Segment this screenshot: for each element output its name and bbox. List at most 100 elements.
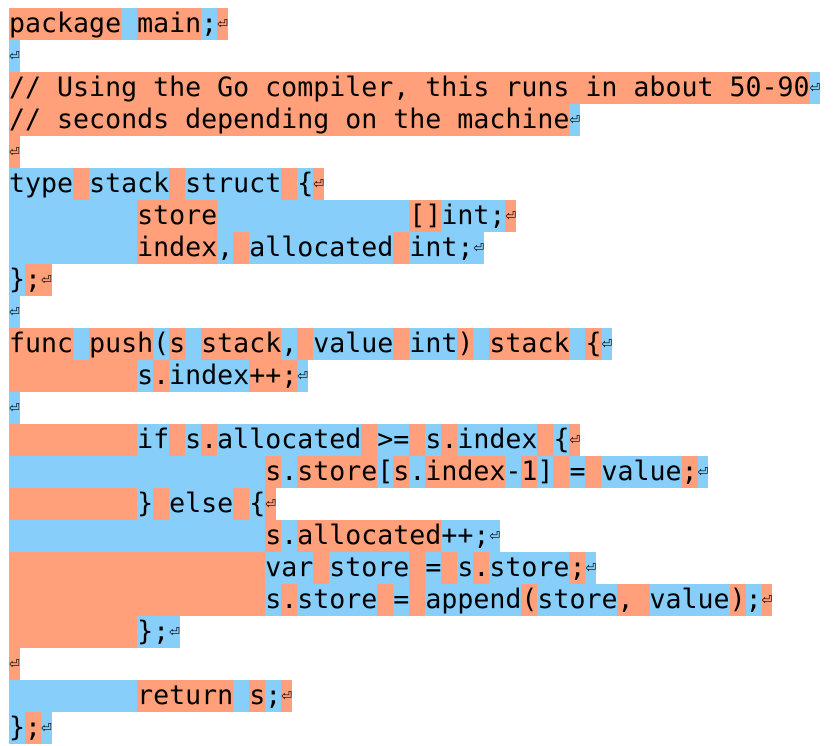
code-token: store bbox=[137, 200, 218, 232]
code-token bbox=[553, 456, 570, 488]
code-token: = bbox=[393, 584, 410, 616]
code-token bbox=[569, 328, 586, 360]
code-token: var bbox=[265, 552, 314, 584]
newline-marker: ⏎ bbox=[281, 680, 293, 712]
code-token: } bbox=[137, 488, 154, 520]
code-line: index, allocated int;⏎ bbox=[9, 232, 820, 264]
code-token: else bbox=[169, 488, 234, 520]
code-token: [] bbox=[409, 200, 442, 232]
code-token: s bbox=[137, 360, 154, 392]
code-token: { bbox=[553, 424, 570, 456]
code-token: . bbox=[281, 520, 298, 552]
code-token: push bbox=[89, 328, 154, 360]
code-token: stack bbox=[489, 328, 570, 360]
code-token: . bbox=[473, 552, 490, 584]
code-token: ) bbox=[457, 328, 474, 360]
code-token: return bbox=[137, 680, 234, 712]
code-token: stack bbox=[89, 168, 170, 200]
code-token: stack bbox=[201, 328, 282, 360]
code-token: index bbox=[137, 232, 218, 264]
newline-marker: ⏎ bbox=[169, 616, 180, 648]
code-line: store []int;⏎ bbox=[9, 200, 820, 232]
newline-marker: ⏎ bbox=[761, 584, 773, 616]
code-token: allocated bbox=[297, 520, 442, 552]
newline-marker: ⏎ bbox=[569, 424, 581, 456]
code-token: store bbox=[329, 552, 410, 584]
code-token bbox=[9, 616, 138, 648]
code-line: var store = s.store;⏎ bbox=[9, 552, 820, 584]
code-token: s bbox=[185, 424, 202, 456]
code-token: func bbox=[9, 328, 74, 360]
code-token bbox=[185, 328, 202, 360]
code-line: // Using the Go compiler, this runs in a… bbox=[9, 72, 821, 104]
code-token bbox=[121, 8, 138, 40]
code-line: ⏎ bbox=[9, 296, 820, 328]
code-token: 1 bbox=[521, 456, 538, 488]
code-token: ; bbox=[25, 712, 42, 744]
code-token bbox=[9, 424, 138, 456]
newline-marker: ⏎ bbox=[9, 40, 20, 72]
code-token: s bbox=[265, 456, 282, 488]
code-token: { bbox=[297, 168, 314, 200]
code-token: ; bbox=[265, 680, 282, 712]
newline-marker: ⏎ bbox=[601, 328, 613, 360]
code-token bbox=[409, 552, 426, 584]
code-token bbox=[233, 680, 250, 712]
code-token: { bbox=[249, 488, 266, 520]
code-line: s.store = append(store, value);⏎ bbox=[9, 584, 820, 616]
code-token: append bbox=[425, 584, 522, 616]
code-token: . bbox=[281, 584, 298, 616]
code-token: . bbox=[153, 360, 170, 392]
code-token bbox=[633, 584, 650, 616]
newline-marker: ⏎ bbox=[9, 648, 20, 680]
code-token: s bbox=[265, 520, 282, 552]
code-token bbox=[9, 680, 138, 712]
code-token: . bbox=[281, 456, 298, 488]
code-token: s bbox=[425, 424, 442, 456]
code-token: // Using the Go compiler, this runs in a… bbox=[9, 72, 810, 104]
code-token bbox=[233, 232, 250, 264]
code-line: ⏎ bbox=[9, 392, 820, 424]
newline-marker: ⏎ bbox=[265, 488, 277, 520]
code-token bbox=[9, 520, 266, 552]
code-token bbox=[9, 456, 266, 488]
code-token: value bbox=[649, 584, 730, 616]
code-token: ( bbox=[521, 584, 538, 616]
code-line: s.store[s.index-1] = value;⏎ bbox=[9, 456, 820, 488]
code-token bbox=[217, 200, 410, 232]
code-line: ⏎ bbox=[9, 136, 820, 168]
code-token: int; bbox=[441, 200, 506, 232]
code-line: ⏎ bbox=[9, 40, 820, 72]
code-token: if bbox=[137, 424, 170, 456]
code-token: ; bbox=[25, 264, 42, 296]
code-token: s bbox=[169, 328, 186, 360]
code-token bbox=[313, 552, 330, 584]
code-token: s bbox=[249, 680, 266, 712]
code-line: ⏎ bbox=[9, 648, 820, 680]
newline-marker: ⏎ bbox=[297, 360, 309, 392]
code-token: allocated bbox=[249, 232, 394, 264]
code-token: index bbox=[169, 360, 250, 392]
code-token: - bbox=[505, 456, 522, 488]
code-token: , bbox=[281, 328, 298, 360]
code-token: store bbox=[489, 552, 570, 584]
code-line: type stack struct {⏎ bbox=[9, 168, 820, 200]
code-token bbox=[441, 552, 458, 584]
code-token bbox=[473, 328, 490, 360]
code-line: // seconds depending on the machine⏎ bbox=[9, 104, 820, 136]
code-token bbox=[9, 552, 266, 584]
newline-marker: ⏎ bbox=[41, 264, 52, 296]
code-token bbox=[537, 424, 554, 456]
newline-marker: ⏎ bbox=[313, 168, 325, 200]
code-line: };⏎ bbox=[9, 616, 820, 648]
code-token: store bbox=[297, 456, 378, 488]
newline-marker: ⏎ bbox=[9, 296, 20, 328]
code-token: ; bbox=[681, 456, 698, 488]
code-token: ( bbox=[153, 328, 170, 360]
code-token: index bbox=[425, 456, 506, 488]
code-token bbox=[9, 200, 138, 232]
code-token: , bbox=[617, 584, 634, 616]
code-token bbox=[361, 424, 378, 456]
code-token: } bbox=[9, 712, 26, 744]
code-line: func push(s stack, value int) stack {⏎ bbox=[9, 328, 820, 360]
